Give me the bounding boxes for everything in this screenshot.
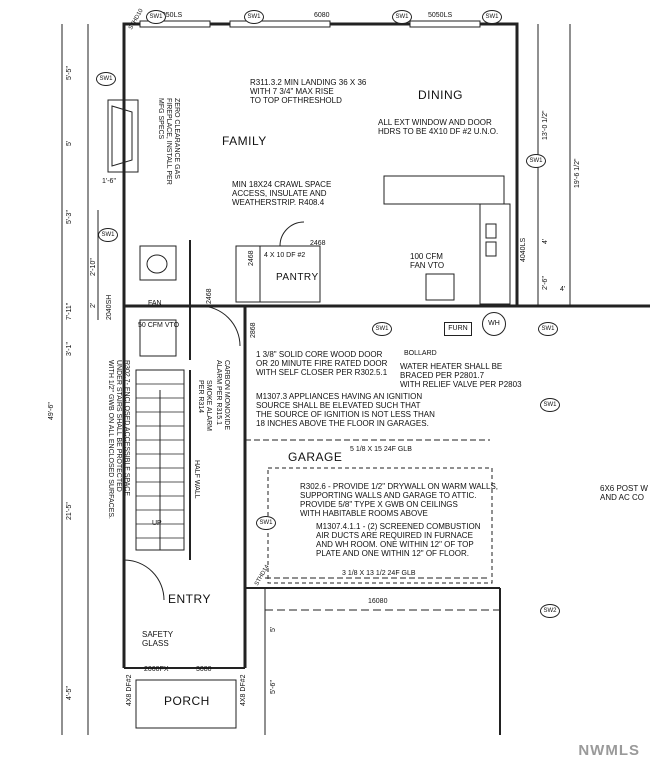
dim-porch-right: 4X8 DF#2 <box>240 674 247 706</box>
furnace: FURN <box>444 322 472 336</box>
room-garage: GARAGE <box>288 450 343 464</box>
note-safety-glass: SAFETY GLASS <box>142 630 174 648</box>
dim-left-5: 5' <box>66 140 73 146</box>
dim-lr-4040: 4040LS <box>520 237 527 262</box>
sw-tag-2: SW1 <box>244 10 264 24</box>
dim-inner-16: 1'-6" <box>102 178 116 185</box>
label-door-3080: 3080 <box>196 666 212 673</box>
window-top-mid <box>229 20 331 28</box>
dim-right-13: 13'-0 1/2" <box>542 110 549 140</box>
bath-sink <box>139 245 177 281</box>
note-fireplace: ZERO CLEARANCE GAS FIREPLACE, INSTALL PE… <box>157 98 180 185</box>
dim-porch-left: 4X8 DF#2 <box>126 674 133 706</box>
note-water-heater: WATER HEATER SHALL BE BRACED PER P2801.7… <box>400 362 522 389</box>
dim-right-26: 2'-6" <box>542 276 549 290</box>
room-family: FAMILY <box>222 134 267 148</box>
fireplace-insert <box>111 105 133 167</box>
sw-tag-12: SW2 <box>540 604 560 618</box>
pantry-walls <box>235 245 321 303</box>
label-up: UP <box>152 520 162 527</box>
note-drywall: R302.6 - PROVIDE 1/2" DRYWALL ON WARM WA… <box>300 482 499 518</box>
sw-tag-8: SW1 <box>372 322 392 336</box>
sw-tag-6: SW1 <box>98 228 118 242</box>
sink-bowl <box>146 254 168 274</box>
note-headers: ALL EXT WINDOW AND DOOR HDRS TO BE 4X10 … <box>378 118 499 136</box>
dim-left-55: 5'-5" <box>66 66 73 80</box>
fireplace <box>107 99 139 173</box>
label-fan: FAN <box>148 300 162 307</box>
watermark-logo: NWMLS <box>578 742 640 759</box>
garage-note-box <box>267 467 493 584</box>
room-entry: ENTRY <box>168 592 211 606</box>
range <box>425 273 455 301</box>
sw-tag-4: SW1 <box>482 10 502 24</box>
dim-right-4: 4' <box>542 238 549 244</box>
window-top-right <box>409 20 481 28</box>
dim-porch-5: 5' <box>270 626 277 632</box>
note-co-alarm: CARBON MONOXIDE ALARM PER R315.1 <box>215 360 230 431</box>
label-glb-2: 3 1/8 X 13 1/2 24F GLB <box>342 570 416 577</box>
dim-pantry-w: 2468 <box>310 240 326 247</box>
dim-left-31: 3'-1" <box>66 342 73 356</box>
label-bollard: BOLLARD <box>404 350 437 357</box>
note-appliances: M1307.3 APPLIANCES HAVING AN IGNITION SO… <box>256 392 435 428</box>
label-pantry-header: 4 X 10 DF #2 <box>264 252 306 259</box>
sw-tag-1: SW1 <box>146 10 166 24</box>
label-bath-fan: 50 CFM VTO <box>138 322 180 329</box>
sink-right <box>485 241 497 257</box>
dim-pantry-h: 2468 <box>248 250 255 266</box>
pantry-door-swing <box>279 221 305 247</box>
label-glb-1: 5 1/8 X 15 24F GLB <box>350 446 412 453</box>
window-top-left <box>139 20 211 28</box>
porch <box>135 679 237 729</box>
dim-win-top-right: 5050LS <box>428 12 453 19</box>
dim-win-top-left: 5050LS <box>158 12 183 19</box>
garage-door-swing <box>199 305 241 347</box>
dim-porch-56: 5'-6" <box>270 680 277 694</box>
dim-left-53: 5'-3" <box>66 210 73 224</box>
water-heater: WH <box>482 312 506 336</box>
kitchen-island <box>383 175 505 205</box>
label-half-wall: HALF WALL <box>193 460 200 499</box>
note-crawl: MIN 18X24 CRAWL SPACE ACCESS, INSULATE A… <box>232 180 332 207</box>
dim-left-711: 7'-11" <box>66 302 73 320</box>
dim-right-19: 19'-6 1/2" <box>574 158 581 188</box>
note-door: 1 3/8" SOLID CORE WOOD DOOR OR 20 MINUTE… <box>256 350 388 377</box>
dim-sh-2040: 2040SH <box>106 294 113 320</box>
dim-left-215: 21'-5" <box>66 502 73 520</box>
sw-tag-9: SW1 <box>538 322 558 336</box>
dim-right-4b: 4' <box>560 286 566 293</box>
dim-inner-210: 2'-10" <box>90 258 97 276</box>
sw-tag-7: SW1 <box>526 154 546 168</box>
dim-bath-door: 2468 <box>206 288 213 304</box>
note-fan-vto: 100 CFM FAN VTO <box>410 252 445 270</box>
dim-garage-door: 16080 <box>368 598 388 605</box>
note-smoke: SMOKE ALARM PER R314 <box>197 380 212 431</box>
room-dining: DINING <box>418 88 463 102</box>
room-pantry: PANTRY <box>276 272 319 283</box>
sw-tag-11: SW1 <box>256 516 276 530</box>
note-stairs: R302.7- ENCLOSED ACCESSIBLE SPACE UNDER … <box>107 360 130 519</box>
label-door-2060: 2060FX <box>144 666 169 673</box>
dim-left-45: 4'-5" <box>66 686 73 700</box>
toilet <box>139 319 177 357</box>
dim-overall: 49'-6" <box>48 402 55 420</box>
sw-tag-5: SW1 <box>96 72 116 86</box>
dim-win-top-mid: 6080 <box>314 12 330 19</box>
room-porch: PORCH <box>164 694 210 708</box>
sw-tag-3: SW1 <box>392 10 412 24</box>
kitchen-counter <box>479 203 511 305</box>
dim-inner-2: 2' <box>90 302 97 308</box>
dim-garage-entry: 2868 <box>250 322 257 338</box>
note-landing: R311.3.2 MIN LANDING 36 X 36 WITH 7 3/4"… <box>250 78 367 105</box>
entry-door-swing <box>123 559 165 601</box>
note-post: 6X6 POST W AND AC CO <box>600 484 648 502</box>
note-combustion: M1307.4.1.1 - (2) SCREENED COMBUSTION AI… <box>316 522 481 558</box>
sw-tag-10: SW1 <box>540 398 560 412</box>
sink-left <box>485 223 497 239</box>
